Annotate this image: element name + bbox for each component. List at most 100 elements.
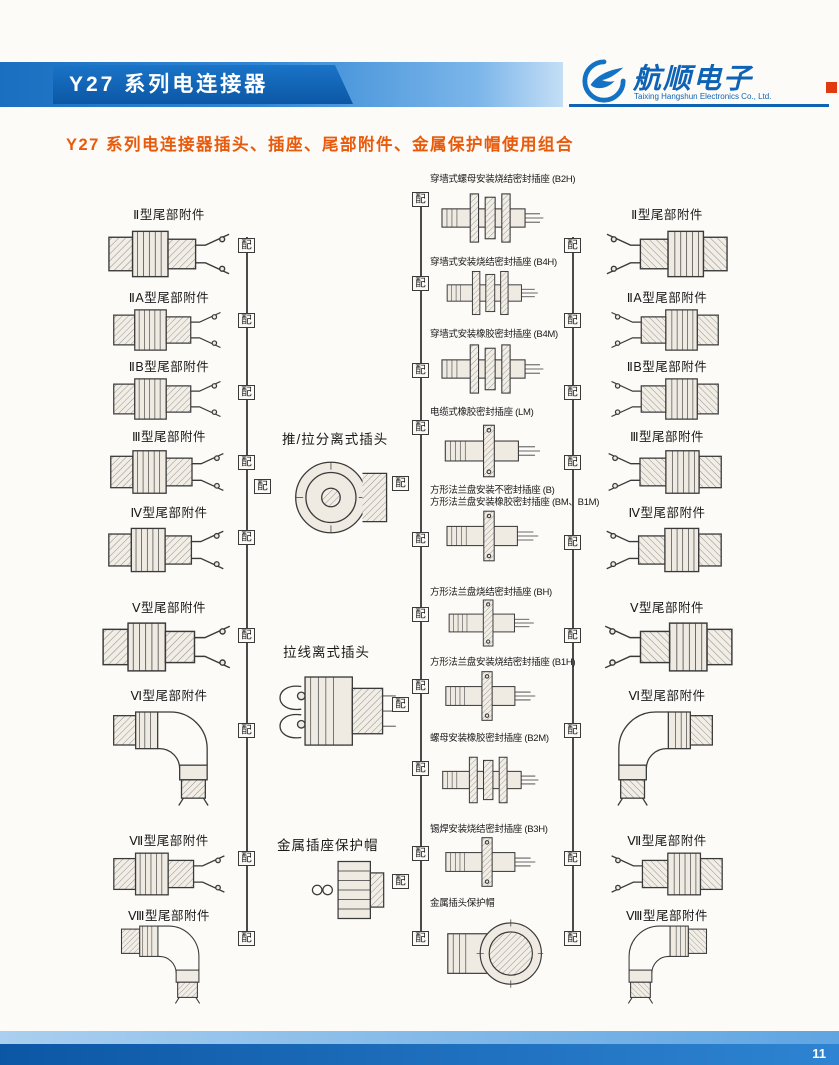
match-badge: 配	[238, 385, 255, 400]
tail-accessory-label: Ⅱ型尾部附件	[133, 208, 205, 222]
match-badge: 配	[238, 851, 255, 866]
accent-square	[826, 82, 837, 93]
match-badge: 配	[412, 363, 429, 378]
match-badge: 配	[564, 238, 581, 253]
match-badge: 配	[392, 476, 409, 491]
brand-name: 航顺电子	[633, 63, 754, 94]
tail-accessory-drawing	[106, 845, 234, 903]
socket-label: 穿墙式安装烧结密封插座 (B4H)	[430, 257, 557, 268]
match-badge: 配	[564, 628, 581, 643]
plug-label: 金属插座保护帽	[277, 838, 379, 853]
match-badge: 配	[412, 420, 429, 435]
socket-label: 锡焊安装烧结密封插座 (B3H)	[430, 824, 548, 835]
connector-line-left	[246, 237, 248, 945]
match-badge: 配	[238, 238, 255, 253]
socket-drawing	[437, 185, 545, 251]
match-badge: 配	[564, 385, 581, 400]
socket-label: 金属插头保护帽	[430, 898, 495, 909]
tail-accessory-drawing	[106, 302, 230, 358]
match-badge: 配	[412, 846, 429, 861]
match-badge: 配	[412, 607, 429, 622]
match-badge: 配	[392, 874, 409, 889]
tail-accessory-drawing	[110, 700, 220, 812]
tail-accessory-label: Ⅲ型尾部附件	[131, 430, 207, 444]
brand-logo-icon	[582, 59, 626, 103]
footer-bar	[0, 1044, 839, 1065]
match-badge: 配	[392, 697, 409, 712]
tail-accessory-label: Ⅳ型尾部附件	[130, 506, 208, 520]
socket-drawing	[438, 834, 540, 890]
match-badge: 配	[564, 931, 581, 946]
tail-accessory-drawing	[100, 612, 235, 682]
tail-accessory-label: Ⅴ型尾部附件	[131, 601, 207, 615]
socket-drawing	[438, 744, 540, 816]
brand-underline	[569, 104, 829, 107]
tail-accessory-label: Ⅳ型尾部附件	[628, 506, 706, 520]
tail-accessory-drawing	[108, 441, 228, 503]
tail-accessory-drawing	[602, 371, 726, 427]
page-number: 11	[812, 1046, 826, 1061]
connector-line-center	[420, 194, 422, 946]
plug-label: 拉线离式插头	[283, 645, 370, 660]
socket-label: 方形法兰盘烧结密封插座 (BH)	[430, 587, 552, 598]
match-badge: 配	[238, 628, 255, 643]
socket-drawing	[438, 667, 540, 725]
socket-label: 方形法兰盘安装橡胶密封插座 (BM、B1M)	[430, 497, 600, 508]
tail-accessory-label: Ⅶ型尾部附件	[129, 834, 209, 848]
tail-accessory-label: Ⅵ型尾部附件	[628, 689, 706, 703]
match-badge: 配	[412, 761, 429, 776]
tail-accessory-label: Ⅷ型尾部附件	[626, 909, 708, 923]
tail-accessory-label: ⅡB型尾部附件	[626, 360, 708, 374]
tail-accessory-label: ⅡB型尾部附件	[128, 360, 210, 374]
plug-label: 推/拉分离式插头	[282, 432, 389, 447]
connector-line-right	[572, 237, 574, 945]
tail-accessory-drawing	[106, 371, 230, 427]
tail-accessory-drawing	[106, 517, 228, 583]
match-badge: 配	[238, 931, 255, 946]
match-badge: 配	[238, 530, 255, 545]
socket-label: 穿墙式螺母安装烧结密封插座 (B2H)	[430, 174, 576, 185]
socket-drawing	[440, 597, 540, 649]
footer-accent-bar	[0, 1031, 839, 1044]
tail-accessory-drawing	[104, 920, 224, 1005]
combination-title: Y27 系列电连接器插头、插座、尾部附件、金属保护帽使用组合	[66, 136, 574, 154]
tail-accessory-label: Ⅶ型尾部附件	[627, 834, 707, 848]
tail-accessory-label: Ⅷ型尾部附件	[128, 909, 210, 923]
tail-accessory-label: ⅡA型尾部附件	[626, 291, 708, 305]
socket-drawing	[437, 339, 545, 399]
tail-accessory-label: Ⅵ型尾部附件	[130, 689, 208, 703]
socket-label: 穿墙式安装橡胶密封插座 (B4M)	[430, 329, 558, 340]
tail-accessory-drawing	[602, 302, 726, 358]
tail-accessory-drawing	[604, 441, 724, 503]
match-badge: 配	[412, 532, 429, 547]
tail-accessory-drawing	[604, 920, 724, 1005]
socket-cap-drawing	[303, 852, 395, 928]
match-badge: 配	[238, 723, 255, 738]
match-badge: 配	[412, 276, 429, 291]
match-badge: 配	[564, 723, 581, 738]
brand-subtitle: Taixing Hangshun Electronics Co., Ltd.	[634, 92, 772, 101]
socket-label: 螺母安装橡胶密封插座 (B2M)	[430, 733, 549, 744]
plug-cap-drawing	[437, 908, 545, 1000]
match-badge: 配	[412, 679, 429, 694]
match-badge: 配	[412, 931, 429, 946]
brand-block: 航顺电子 Taixing Hangshun Electronics Co., L…	[563, 56, 839, 110]
tail-accessory-label: Ⅱ型尾部附件	[631, 208, 703, 222]
socket-label: 电缆式橡胶密封插座 (LM)	[430, 407, 534, 418]
tail-accessory-label: Ⅴ型尾部附件	[629, 601, 705, 615]
tail-accessory-drawing	[602, 221, 730, 287]
plug-drawing	[262, 660, 402, 764]
match-badge: 配	[564, 455, 581, 470]
match-badge: 配	[254, 479, 271, 494]
tail-accessory-label: ⅡA型尾部附件	[128, 291, 210, 305]
socket-drawing	[437, 267, 545, 319]
match-badge: 配	[564, 535, 581, 550]
socket-drawing	[437, 417, 545, 485]
tail-accessory-drawing	[600, 612, 735, 682]
plug-drawing	[292, 450, 394, 545]
socket-label: 方形法兰盘安装烧结密封插座 (B1H)	[430, 657, 576, 668]
tail-accessory-drawing	[602, 517, 724, 583]
tail-accessory-label: Ⅲ型尾部附件	[629, 430, 705, 444]
tail-accessory-drawing	[606, 700, 716, 812]
